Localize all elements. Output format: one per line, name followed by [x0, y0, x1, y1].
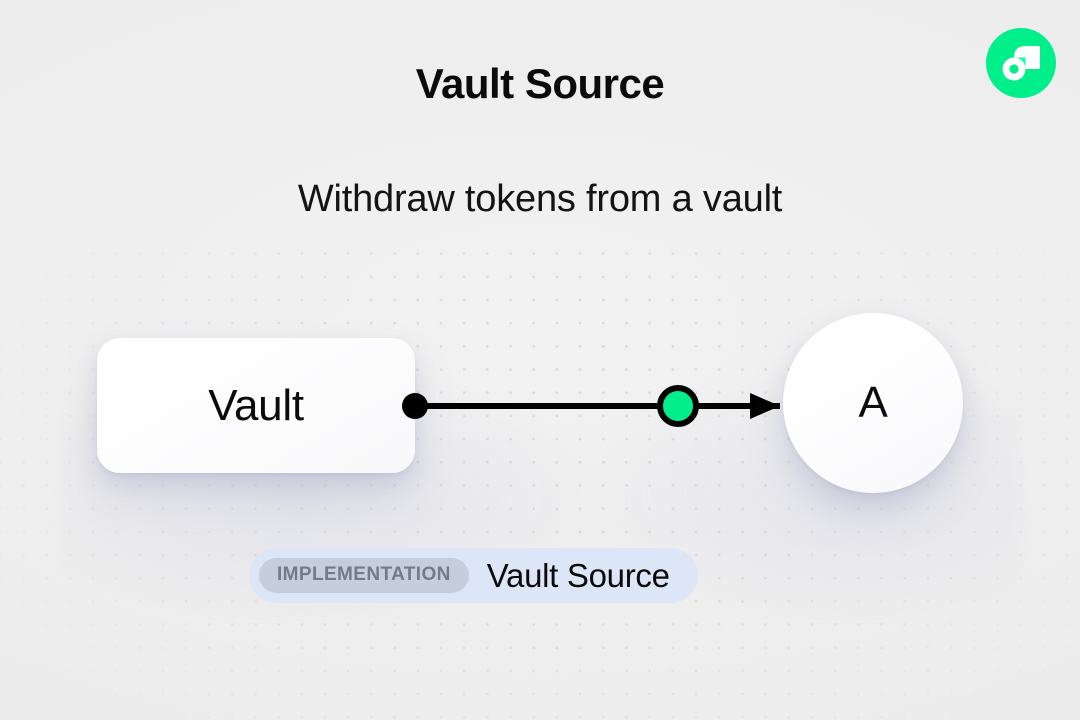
implementation-badge[interactable]: IMPLEMENTATION Vault Source — [249, 548, 698, 603]
implementation-name: Vault Source — [486, 556, 670, 594]
page-subtitle: Withdraw tokens from a vault — [297, 178, 783, 220]
implementation-kind-chip: IMPLEMENTATION — [259, 558, 469, 593]
edge-vault-to-a[interactable] — [380, 360, 810, 455]
flow-logo-icon — [986, 28, 1056, 98]
node-a[interactable]: A — [783, 313, 963, 493]
arrow-head-icon — [750, 393, 780, 419]
edge-handle-dot[interactable] — [657, 385, 699, 427]
node-a-label: A — [858, 378, 888, 427]
node-vault[interactable]: Vault — [97, 338, 415, 473]
node-vault-label: Vault — [208, 380, 304, 430]
page-title: Vault Source — [415, 60, 665, 107]
source-port-dot[interactable] — [402, 393, 428, 419]
